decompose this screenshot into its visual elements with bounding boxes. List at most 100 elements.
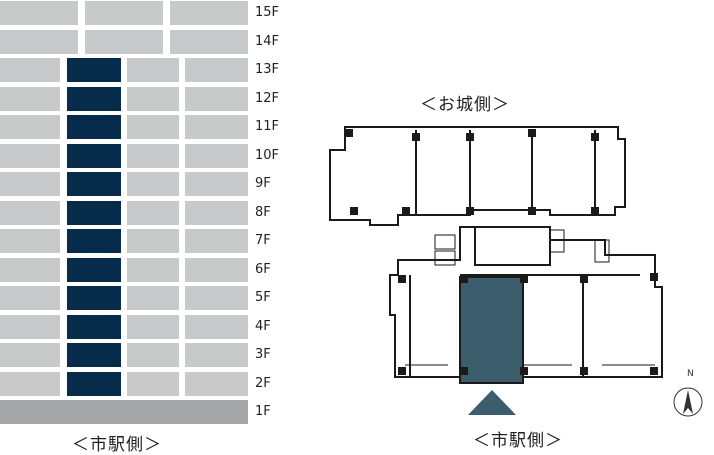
unit-cell — [0, 343, 60, 367]
floor-label: 1F — [255, 404, 271, 419]
floor-row: 4F — [0, 314, 300, 339]
floor-label: 11F — [255, 119, 280, 134]
highlighted-unit — [459, 276, 524, 384]
floor-row: 12F — [0, 86, 300, 111]
floor-row: 3F — [0, 343, 300, 367]
selected-unit — [67, 257, 121, 282]
unit-cell — [0, 371, 60, 396]
plan-column — [591, 207, 599, 215]
plan-bottom-direction-label: ＜市駅側＞ — [473, 431, 563, 451]
unit-cell — [0, 257, 60, 282]
floor-label: 3F — [255, 347, 271, 362]
unit-cell — [127, 58, 179, 82]
unit-cell — [0, 115, 60, 139]
plan-column — [412, 133, 420, 141]
unit-cell — [0, 400, 248, 424]
unit-cell — [0, 229, 60, 253]
floor-row: 2F — [0, 371, 300, 396]
plan-column — [350, 207, 358, 215]
floor-row: 5F — [0, 286, 300, 310]
plan-column — [520, 275, 528, 283]
floor-row: 9F — [0, 172, 300, 196]
unit-cell — [85, 29, 163, 54]
floor-label: 9F — [255, 176, 271, 191]
floor-row: 11F — [0, 115, 300, 139]
floor-label: 8F — [255, 204, 271, 220]
floor-row: 1F — [0, 400, 300, 424]
floor-label: 12F — [255, 90, 280, 106]
plan-column — [650, 273, 658, 281]
unit-cell — [0, 286, 60, 310]
unit-cell — [127, 286, 179, 310]
plan-upper-wing-wall — [329, 126, 626, 226]
stack-direction-label: ＜市駅側＞ — [72, 435, 162, 455]
floor-label: 10F — [255, 147, 280, 163]
unit-cell — [185, 115, 248, 139]
main-view-arrow — [468, 390, 516, 415]
unit-cell — [0, 143, 60, 168]
plan-column — [345, 129, 353, 137]
unit-cell — [185, 286, 248, 310]
unit-cell — [127, 229, 179, 253]
floor-row: 14F — [0, 29, 300, 54]
unit-cell — [127, 200, 179, 225]
floor-plan — [329, 126, 663, 415]
unit-cell — [127, 343, 179, 367]
unit-cell — [185, 200, 248, 225]
plan-column — [402, 207, 410, 215]
plan-column — [650, 367, 658, 375]
selected-unit — [67, 58, 121, 82]
floor-label: 13F — [255, 62, 280, 77]
unit-cell — [127, 257, 179, 282]
plan-column — [466, 207, 474, 215]
floor-row: 8F — [0, 200, 300, 225]
plan-elevator — [434, 250, 456, 266]
selected-unit — [67, 86, 121, 111]
unit-cell — [127, 172, 179, 196]
unit-cell — [127, 115, 179, 139]
unit-cell — [0, 1, 78, 25]
selected-unit — [67, 286, 121, 310]
selected-unit — [67, 314, 121, 339]
unit-cell — [0, 172, 60, 196]
plan-core — [474, 226, 551, 266]
unit-cell — [0, 86, 60, 111]
plan-column — [528, 207, 536, 215]
plan-elevator — [434, 234, 456, 250]
plan-column — [528, 129, 536, 137]
plan-top-direction-label: ＜お城側＞ — [420, 95, 510, 115]
unit-cell — [185, 86, 248, 111]
selected-unit — [67, 200, 121, 225]
unit-cell — [85, 1, 163, 25]
unit-cell — [127, 314, 179, 339]
plan-column — [460, 275, 468, 283]
floor-label: 5F — [255, 290, 271, 305]
compass-needle — [683, 390, 693, 414]
floor-label: 15F — [255, 5, 280, 20]
floor-row: 15F — [0, 1, 300, 25]
floor-label: 4F — [255, 318, 271, 334]
floor-row: 7F — [0, 229, 300, 253]
unit-cell — [0, 314, 60, 339]
unit-cell — [185, 257, 248, 282]
plan-column — [520, 367, 528, 375]
plan-column — [580, 275, 588, 283]
unit-cell — [185, 343, 248, 367]
floor-row: 6F — [0, 257, 300, 282]
plan-stair — [549, 229, 565, 253]
plan-column — [466, 133, 474, 141]
unit-cell — [0, 58, 60, 82]
unit-cell — [127, 371, 179, 396]
floor-row: 10F — [0, 143, 300, 168]
selected-unit — [67, 143, 121, 168]
plan-column — [398, 275, 406, 283]
selected-unit — [67, 229, 121, 253]
unit-cell — [0, 29, 78, 54]
unit-cell — [127, 143, 179, 168]
unit-cell — [0, 200, 60, 225]
compass-north-label: N — [687, 369, 694, 379]
selected-unit — [67, 343, 121, 367]
plan-column — [460, 367, 468, 375]
floor-label: 14F — [255, 33, 280, 49]
unit-cell — [185, 229, 248, 253]
